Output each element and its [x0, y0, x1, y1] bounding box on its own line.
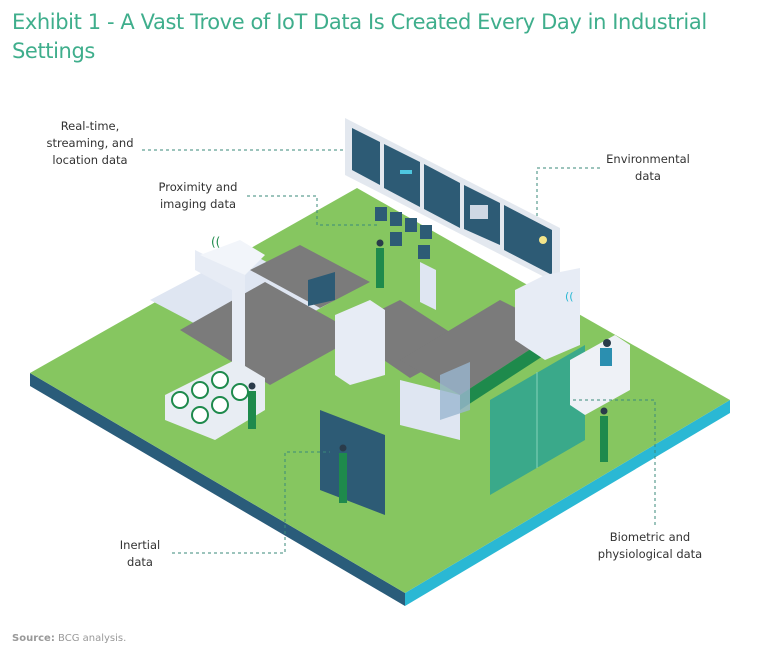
dashboard-billboard	[345, 118, 560, 285]
operator-desk	[570, 335, 630, 415]
leader-environmental	[536, 167, 600, 218]
platform-right-side	[405, 400, 730, 606]
source-note: Source: BCG analysis.	[12, 633, 126, 644]
label-environmental: Environmental data	[598, 151, 698, 185]
pallet-of-coils	[165, 360, 265, 440]
workers	[248, 239, 608, 503]
sliding-door	[490, 345, 585, 495]
label-biometric: Biometric and physiological data	[585, 529, 715, 563]
svg-text:((: ((	[211, 235, 220, 249]
label-line: imaging data	[159, 197, 237, 211]
leader-lines	[142, 149, 656, 554]
inertial-screen	[320, 410, 385, 515]
label-line: Inertial	[119, 538, 161, 552]
worker	[376, 239, 384, 288]
exhibit-title: Exhibit 1 - A Vast Trove of IoT Data Is …	[12, 10, 707, 63]
leader-biometric	[570, 399, 656, 525]
label-line: Environmental	[606, 152, 690, 166]
source-text: BCG analysis.	[58, 633, 127, 644]
label-line: Proximity and	[158, 180, 238, 194]
worker	[248, 382, 256, 429]
worker	[339, 444, 347, 503]
label-line: Biometric and	[609, 530, 691, 544]
leader-inertial	[172, 451, 330, 554]
svg-text:((: ((	[565, 290, 574, 303]
label-line: data	[635, 169, 661, 183]
label-line: physiological data	[597, 547, 703, 561]
label-proximity: Proximity and imaging data	[148, 179, 248, 213]
proximity-screens	[375, 207, 436, 310]
platform-left-side	[30, 373, 405, 606]
machines: (( ((	[195, 235, 580, 420]
label-line: data	[127, 555, 153, 569]
label-line: location data	[52, 153, 128, 167]
label-line: streaming, and	[46, 136, 134, 150]
label-line: Real-time,	[60, 119, 120, 133]
source-prefix: Source:	[12, 633, 55, 644]
label-inertial: Inertial data	[110, 537, 170, 571]
label-realtime: Real-time, streaming, and location data	[40, 118, 140, 169]
worker	[600, 407, 608, 462]
leader-proximity	[247, 195, 378, 226]
